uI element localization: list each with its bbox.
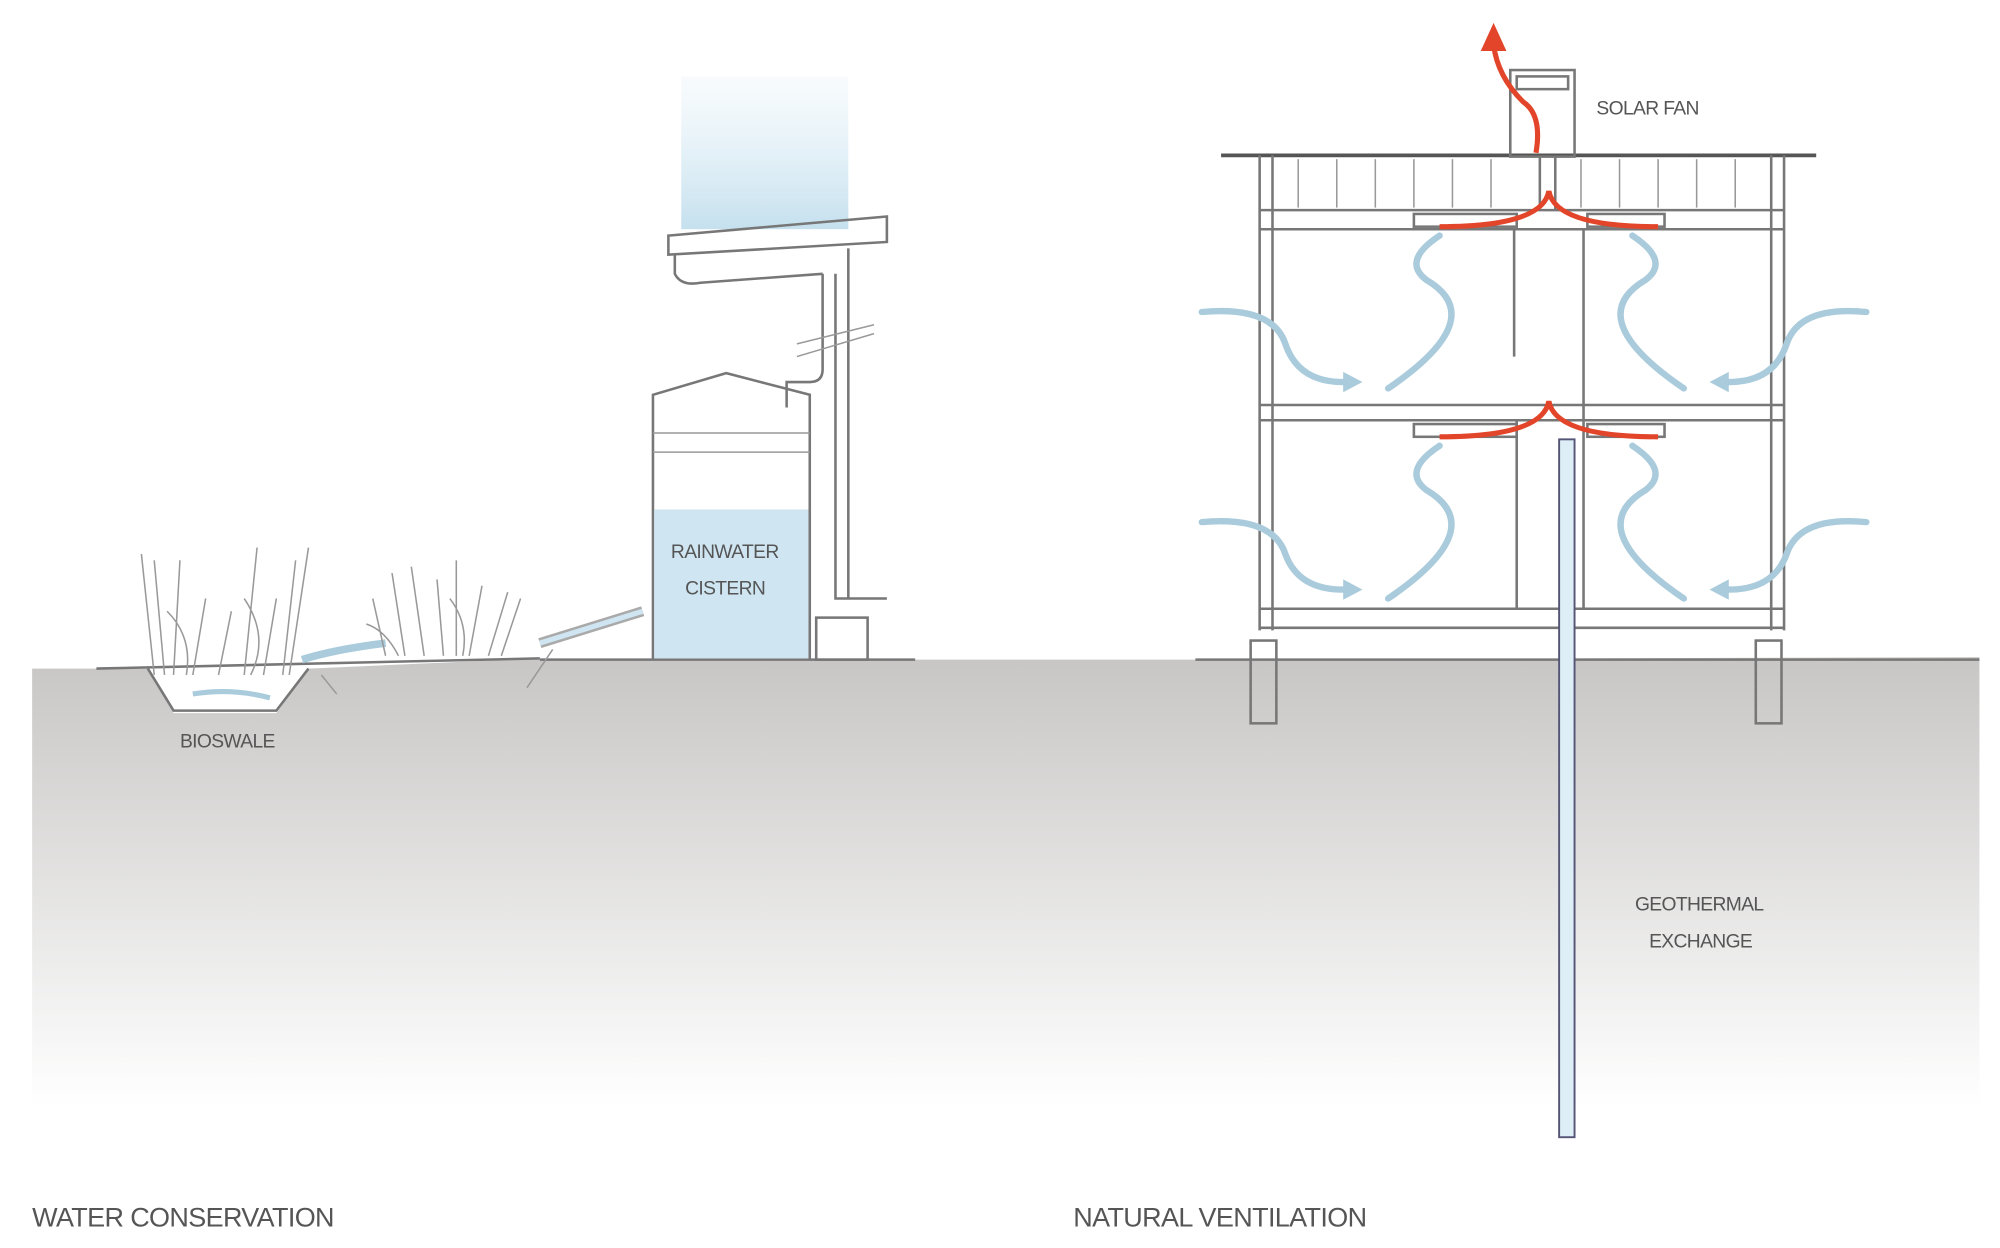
rainwater-cistern-illustration — [651, 76, 889, 661]
bioswale-illustration — [140, 547, 645, 712]
bioswale-label: BIOSWALE — [180, 732, 275, 753]
solar-fan-label: SOLAR FAN — [1596, 99, 1698, 120]
warm-air-flow-arrows — [1439, 22, 1659, 440]
geothermal-label: GEOTHERMAL — [1635, 895, 1764, 916]
rainwater-label: RAINWATER — [671, 542, 779, 563]
natural-ventilation-caption: NATURAL VENTILATION — [1073, 1202, 1366, 1232]
water-conservation-caption: WATER CONSERVATION — [32, 1202, 334, 1232]
cool-air-flow-arrows — [1198, 232, 1870, 602]
exchange-label: EXCHANGE — [1649, 932, 1752, 953]
building-section-illustration — [1221, 68, 1817, 1139]
ground-section — [32, 657, 1980, 1108]
cistern-label: CISTERN — [685, 579, 765, 600]
